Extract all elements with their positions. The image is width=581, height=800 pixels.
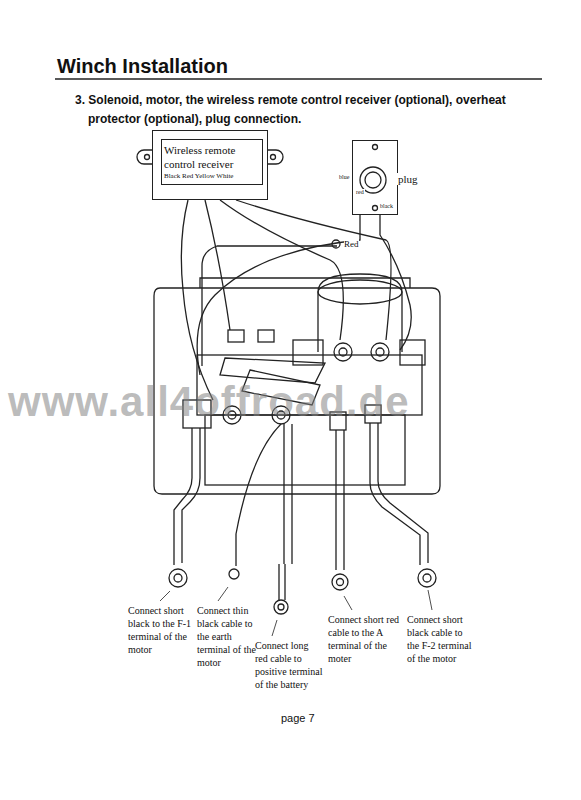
pin-color: blue xyxy=(338,174,350,181)
page-number: page 7 xyxy=(281,712,315,724)
receiver-label-panel: Wireless remote control receiverBlack Re… xyxy=(161,139,263,185)
plug-box: blueredblackplug xyxy=(352,140,398,215)
caption-note: Connect thin black cable to the earth te… xyxy=(197,604,263,669)
wire-connector xyxy=(332,240,340,248)
pin-color: red xyxy=(355,189,365,196)
title-rule xyxy=(55,78,542,80)
wire-color-label: Red xyxy=(344,239,359,249)
control-wires xyxy=(181,200,411,400)
watermark: www.all4offroad.de xyxy=(8,378,410,426)
receiver-box: Wireless remote control receiverBlack Re… xyxy=(152,130,268,200)
caption-note: Connect long red cable to positive termi… xyxy=(255,639,323,691)
title: Winch Installation xyxy=(57,55,228,78)
caption-note: Connect short black to the F-1 terminal … xyxy=(128,604,196,656)
plug-label: plug xyxy=(397,173,419,185)
caption-note: Connect short red cable to the A termina… xyxy=(328,613,400,665)
caption-note: Connect short black cable to the F-2 ter… xyxy=(407,613,477,665)
motor-cables xyxy=(169,423,436,614)
pin-color: black xyxy=(379,203,394,210)
solenoid-cylinder xyxy=(318,274,402,352)
step-heading: 3. Solenoid, motor, the wireless remote … xyxy=(75,91,553,129)
wire-colors: Black Red Yellow White xyxy=(164,171,260,181)
plug-screw xyxy=(373,145,378,150)
receiver-title: Wireless remote control receiver xyxy=(164,143,260,171)
